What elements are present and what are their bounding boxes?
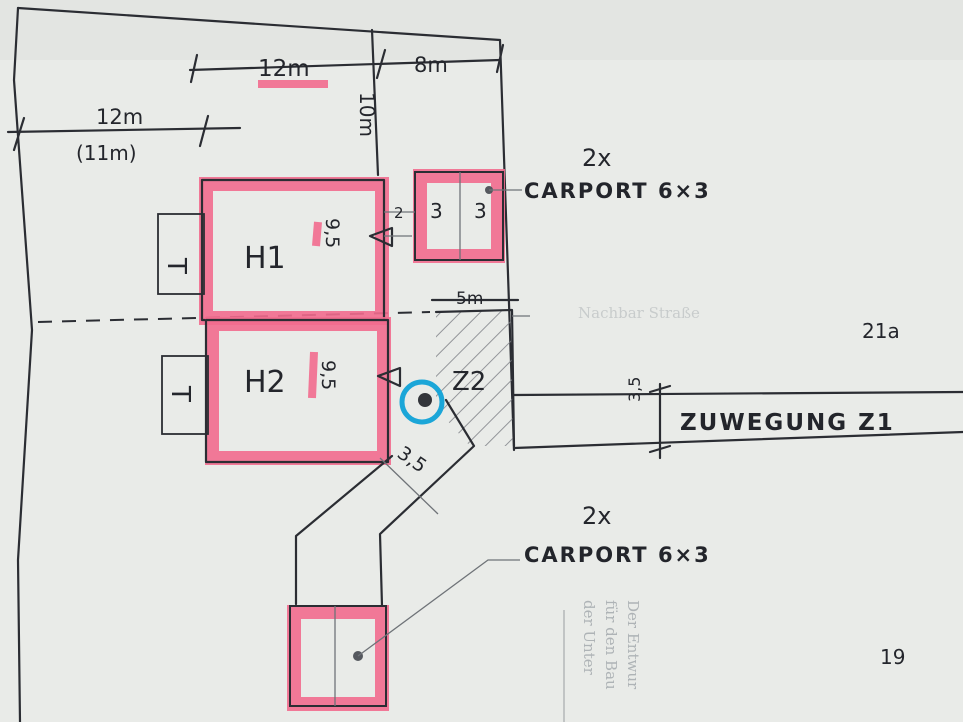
label-house-h2: H2: [244, 365, 286, 400]
faint-note-line-1: Der Entwur: [624, 600, 642, 690]
terrace-marker-icon: T: [165, 385, 195, 402]
label-house-h1: H1: [244, 241, 286, 276]
carport-bottom: [287, 559, 520, 711]
label-lot-19: 19: [880, 645, 905, 669]
label-width-top: 12m: [258, 56, 310, 82]
label-house-h1-dim: 9,5: [321, 218, 343, 248]
z2-hatched-area: [434, 308, 530, 448]
label-house-h2-dim: 9,5: [317, 360, 339, 390]
label-carport-top-w2: 3: [474, 199, 487, 223]
label-depth-vertical: 10m: [355, 92, 379, 137]
carport-top: [384, 169, 522, 263]
circled-dot-icon: [399, 379, 445, 425]
label-gap-top: 2: [394, 204, 404, 222]
label-lot-21a: 21a: [862, 319, 900, 343]
faint-note-line-2: für den Bau: [602, 600, 620, 690]
label-carport-top-w1: 3: [430, 199, 443, 223]
label-carport-bottom-count: 2x: [582, 502, 611, 530]
top-dimensions: [6, 28, 505, 177]
label-carport-top-count: 2x: [582, 144, 611, 172]
label-access: ZUWEGUNG Z1: [680, 410, 895, 436]
faint-note-line-3: der Unter: [580, 600, 598, 676]
label-carport-top: CARPORT 6×3: [524, 179, 711, 203]
label-access-width: 3,5: [625, 377, 644, 402]
terrace-marker-icon: T: [161, 257, 191, 274]
access-dimension: [648, 382, 672, 460]
label-z2: Z2: [452, 367, 486, 397]
label-width-left: 12m: [96, 105, 143, 129]
driveway: [294, 398, 476, 608]
label-width-left-alt: (11m): [76, 141, 137, 165]
house-h2: [161, 317, 402, 465]
label-carport-bottom: CARPORT 6×3: [524, 543, 711, 567]
faint-street-text: Nachbar Straße: [578, 304, 700, 322]
label-z2-width: 5m: [456, 289, 483, 309]
label-width-right-top: 8m: [414, 53, 448, 77]
